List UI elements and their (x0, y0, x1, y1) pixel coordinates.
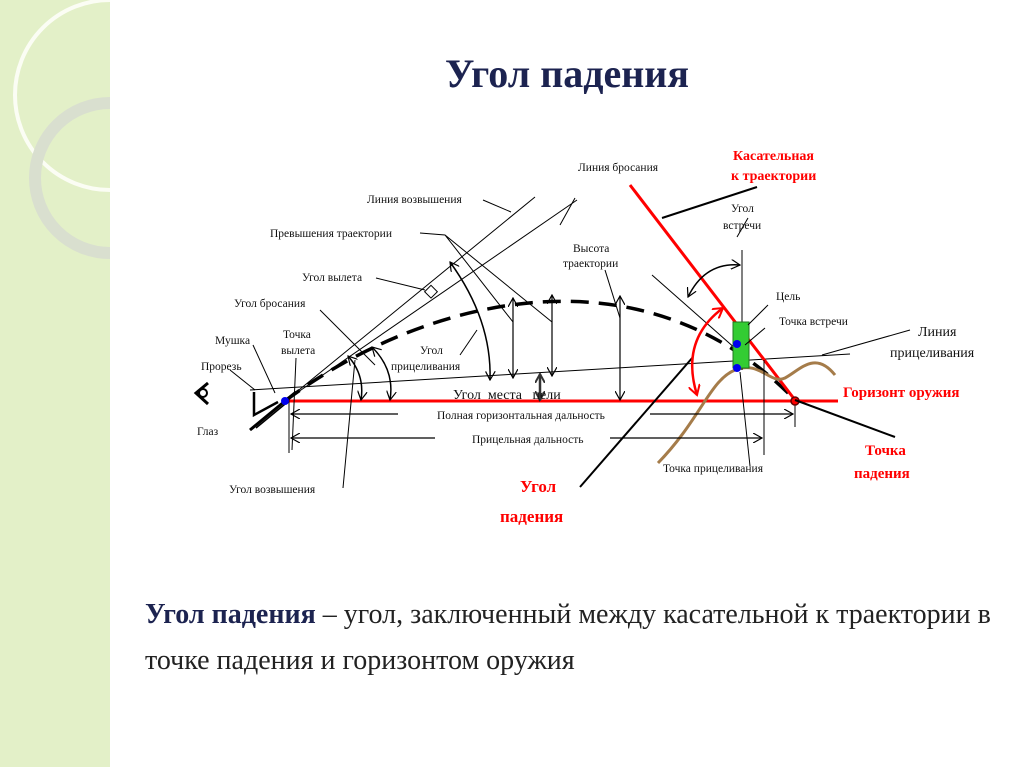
throw-angle-arc (372, 347, 391, 400)
trajectory (283, 299, 797, 403)
definition-body: – угол, заключенный между касательной к … (145, 599, 991, 676)
label-weapon-horizon: Горизонт оружия (843, 385, 960, 401)
eye-icon (193, 381, 210, 406)
fall-angle-arc (692, 308, 723, 395)
label-departure-point-2: вылета (281, 345, 315, 357)
trajectory-tangent (628, 184, 797, 401)
label-eye: Глаз (197, 426, 219, 438)
label-tangent-1: Касательная (733, 149, 814, 164)
aim-angle-arc (450, 262, 490, 380)
label-elevation-line: Линия возвышения (367, 194, 462, 206)
label-meet-point: Точка встречи (779, 316, 848, 328)
label-fall-point-1: Точка (865, 443, 906, 459)
definition-text: Угол падения – угол, заключенный между к… (145, 592, 1005, 684)
decorative-side-strip (0, 0, 110, 767)
label-trajectory-excess: Превышения траектории (270, 228, 392, 240)
label-sight-line-2: прицеливания (890, 346, 975, 361)
decorative-circles (13, 0, 110, 259)
label-throw-line: Линия бросания (578, 162, 659, 174)
label-meet-angle-1: Угол (731, 203, 754, 215)
label-fall-angle-2: падения (500, 507, 563, 526)
label-tangent-2: к траектории (731, 169, 816, 184)
aim-point-dot (733, 364, 741, 372)
definition-term: Угол падения (145, 599, 316, 630)
label-throw-angle: Угол бросания (234, 298, 306, 310)
label-departure-point-1: Точка (283, 329, 311, 341)
fall-angle-pointer (579, 356, 694, 488)
meet-angle-arc (688, 265, 740, 297)
fall-point-pointer (794, 399, 896, 438)
label-target-site-angle: Угол места цели (453, 388, 561, 403)
label-aim-range: Прицельная дальность (472, 434, 583, 446)
departure-angle-mark (423, 284, 439, 299)
label-departure-angle: Угол вылета (302, 272, 362, 284)
ground (656, 361, 837, 465)
label-target: Цель (776, 291, 800, 303)
label-trajectory-height-1: Высота (573, 243, 609, 255)
label-fall-point-2: падения (854, 466, 910, 482)
label-sight-line-1: Линия (918, 325, 957, 340)
label-meet-angle-2: встречи (723, 220, 761, 232)
meet-point-dot (733, 340, 741, 348)
label-full-range: Полная горизонтальная дальность (437, 410, 605, 422)
label-trajectory-height-2: траектории (563, 258, 618, 270)
label-aim-point: Точка прицеливания (663, 463, 764, 475)
slide-title: Угол падения (445, 51, 689, 96)
label-aim-angle-1: Угол (420, 345, 443, 357)
label-elevation-angle: Угол возвышения (229, 484, 316, 496)
label-aim-angle-2: прицеливания (391, 361, 461, 373)
label-front-sight: Мушка (215, 335, 250, 347)
elevation-angle-arc (348, 356, 362, 400)
label-fall-angle-1: Угол (520, 477, 557, 496)
rear-sight-mark (252, 392, 279, 418)
tangent-pointer (661, 186, 758, 219)
label-rear-sight: Прорезь (201, 361, 242, 373)
departure-point-dot (281, 397, 289, 405)
